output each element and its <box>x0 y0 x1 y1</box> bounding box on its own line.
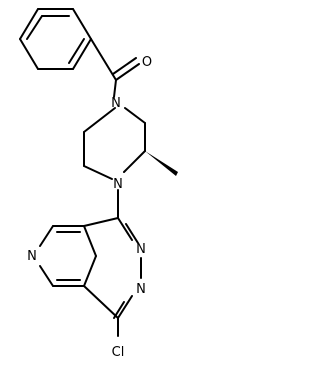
benzene-ring <box>19 8 92 70</box>
piperazine-n-top-label: N <box>111 96 121 111</box>
piperazine-n-bottom-label: N <box>113 177 123 192</box>
atom-labels: O N N N N N Cl <box>27 55 152 360</box>
diazine-n1-label: N <box>136 242 146 257</box>
pyridine-ring <box>39 225 97 287</box>
chlorine-label: Cl <box>112 345 125 360</box>
diazine-ring <box>83 217 142 319</box>
methyl-wedge-bond <box>145 151 178 176</box>
carbonyl-group <box>90 38 140 98</box>
oxygen-label: O <box>142 55 152 70</box>
piperazine-ring <box>83 107 146 180</box>
chemical-structure-diagram: O N N N N N Cl <box>19 8 178 360</box>
diazine-n2-label: N <box>136 282 146 297</box>
pyridine-n-label: N <box>27 249 37 264</box>
